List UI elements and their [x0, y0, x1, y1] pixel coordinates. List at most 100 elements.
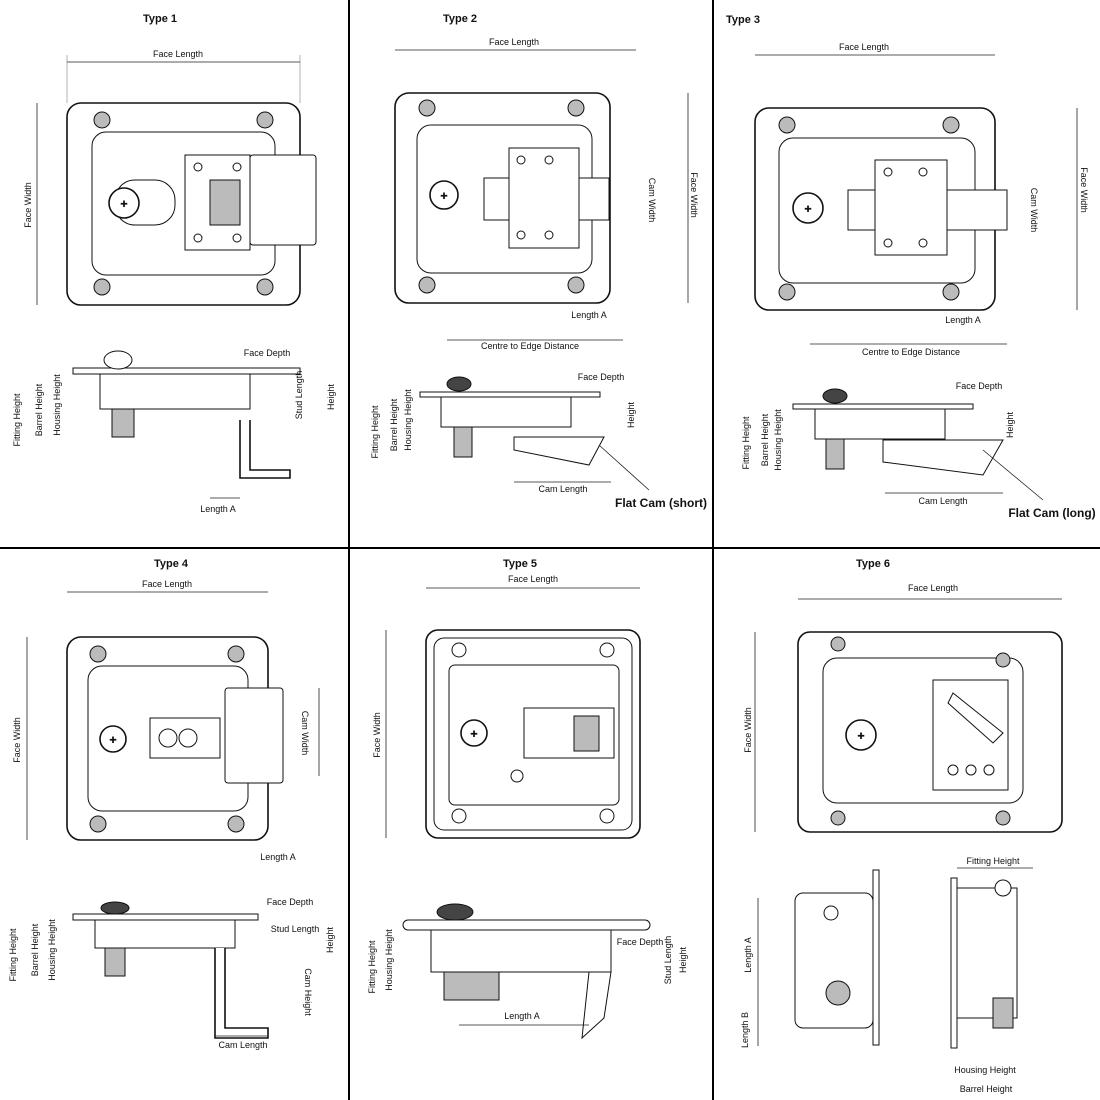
latch-front-view: ✚ — [754, 107, 1008, 311]
panel-type-2: Type 2 Face Length ✚ Face Width Cam Widt… — [349, 0, 712, 547]
type-1-diagram: Type 1 Face Length Face Width ✚ Face Dep… — [12, 13, 336, 514]
latch-front-view: ✚ — [394, 92, 611, 304]
barrel-height-label: Barrel Height — [34, 383, 44, 436]
length-a-label: Length A — [571, 310, 607, 320]
svg-text:✚: ✚ — [857, 731, 865, 741]
cam-length-label: Cam Length — [538, 484, 587, 494]
height-label: Height — [678, 946, 688, 973]
fitting-height-label: Fitting Height — [12, 393, 22, 447]
barrel-height-label: Barrel Height — [30, 923, 40, 976]
svg-text:✚: ✚ — [440, 191, 448, 201]
panel-title: Type 1 — [143, 13, 177, 25]
stud-length-label: Stud Length — [271, 924, 320, 934]
centre-to-edge-label: Centre to Edge Distance — [862, 347, 960, 357]
svg-text:✚: ✚ — [804, 204, 812, 214]
panel-type-6: Type 6 Face Length ✚ Face Width Length A… — [713, 548, 1100, 1100]
housing-height-label: Housing Height — [773, 409, 783, 471]
panel-title: Type 4 — [154, 558, 189, 570]
face-depth-label: Face Depth — [244, 348, 291, 358]
flat-cam-callout: Flat Cam (short) — [615, 496, 707, 510]
centre-to-edge-label: Centre to Edge Distance — [481, 341, 579, 351]
length-a-label: Length A — [945, 315, 981, 325]
svg-text:✚: ✚ — [109, 735, 117, 745]
housing-height-label: Housing Height — [384, 929, 394, 991]
height-label: Height — [326, 383, 336, 410]
face-depth-label: Face Depth — [956, 381, 1003, 391]
face-width-label: Face Width — [372, 712, 382, 758]
panel-type-4: Type 4 Face Length ✚ Face Width Cam Widt… — [0, 548, 348, 1100]
face-width-label: Face Width — [689, 172, 699, 218]
type-2-diagram: Type 2 Face Length ✚ Face Width Cam Widt… — [370, 13, 707, 510]
divider-horizontal — [0, 547, 1100, 549]
flat-cam-callout: Flat Cam (long) — [1008, 506, 1095, 520]
divider-vertical-1 — [348, 0, 350, 1100]
length-a-label: Length A — [504, 1011, 540, 1021]
latch-front-view: ✚ — [66, 102, 317, 306]
stud-length-label: Stud Length — [663, 936, 673, 985]
panel-type-1: Type 1 Face Length Face Width ✚ Face Dep… — [0, 0, 348, 547]
latch-front-view: ✚ — [797, 631, 1063, 833]
type-4-diagram: Type 4 Face Length ✚ Face Width Cam Widt… — [8, 558, 335, 1050]
length-b-label: Length B — [740, 1012, 750, 1048]
type-6-diagram: Type 6 Face Length ✚ Face Width Length A… — [740, 558, 1063, 1094]
fitting-height-label: Fitting Height — [741, 416, 751, 470]
face-length-label: Face Length — [508, 574, 558, 584]
face-width-label: Face Width — [743, 707, 753, 753]
face-length-label: Face Length — [839, 42, 889, 52]
length-a-label: Length A — [260, 852, 296, 862]
face-depth-label: Face Depth — [267, 897, 314, 907]
fitting-height-label: Fitting Height — [367, 940, 377, 994]
housing-height-label: Housing Height — [52, 374, 62, 436]
housing-height-label: Housing Height — [403, 389, 413, 451]
fitting-height-label: Fitting Height — [370, 405, 380, 459]
height-label: Height — [325, 926, 335, 953]
cam-width-label: Cam Width — [647, 178, 657, 223]
panel-title: Type 3 — [726, 14, 760, 26]
face-depth-label: Face Depth — [617, 937, 664, 947]
divider-vertical-2 — [712, 0, 714, 1100]
latch-side-view — [402, 903, 651, 1040]
latch-front-view: ✚ — [425, 629, 641, 839]
face-width-label: Face Width — [12, 717, 22, 763]
face-depth-label: Face Depth — [578, 372, 625, 382]
panel-title: Type 2 — [443, 13, 477, 25]
housing-height-label: Housing Height — [47, 919, 57, 981]
barrel-height-label: Barrel Height — [389, 398, 399, 451]
cam-length-label: Cam Length — [218, 1040, 267, 1050]
height-label: Height — [626, 401, 636, 428]
face-length-label: Face Length — [142, 579, 192, 589]
face-length-label: Face Length — [153, 49, 203, 59]
type-3-diagram: Type 3 Face Length ✚ Face Width Cam Widt… — [726, 14, 1096, 520]
fitting-height-label: Fitting Height — [8, 928, 18, 982]
latch-side-view — [792, 388, 1004, 476]
latch-side-view — [72, 901, 269, 1039]
panel-title: Type 5 — [503, 558, 537, 570]
latch-side-view — [72, 350, 301, 479]
housing-height-label: Housing Height — [954, 1065, 1016, 1075]
barrel-height-label: Barrel Height — [760, 413, 770, 466]
panel-type-5: Type 5 Face Length ✚ Face Width Face Dep… — [349, 548, 712, 1100]
latch-side-view-left — [794, 869, 880, 1046]
svg-text:✚: ✚ — [120, 199, 128, 209]
type-5-diagram: Type 5 Face Length ✚ Face Width Face Dep… — [367, 558, 688, 1040]
face-width-label: Face Width — [1079, 167, 1089, 213]
face-length-label: Face Length — [908, 583, 958, 593]
face-length-label: Face Length — [489, 37, 539, 47]
fitting-height-label: Fitting Height — [966, 856, 1020, 866]
height-label: Height — [1005, 411, 1015, 438]
panel-type-3: Type 3 Face Length ✚ Face Width Cam Widt… — [713, 0, 1100, 547]
cam-width-label: Cam Width — [1029, 188, 1039, 233]
length-a-label: Length A — [200, 504, 236, 514]
cam-length-label: Cam Length — [918, 496, 967, 506]
cam-height-label: Cam Height — [303, 968, 313, 1016]
cam-width-label: Cam Width — [300, 711, 310, 756]
latch-front-view: ✚ — [66, 636, 284, 841]
latch-side-view-right — [950, 877, 1018, 1049]
svg-text:✚: ✚ — [470, 729, 478, 739]
barrel-height-label: Barrel Height — [960, 1084, 1013, 1094]
latch-side-view — [419, 376, 605, 466]
length-a-label: Length A — [743, 937, 753, 973]
stud-length-label: Stud Length — [294, 371, 304, 420]
face-width-label: Face Width — [23, 182, 33, 228]
panel-title: Type 6 — [856, 558, 890, 570]
